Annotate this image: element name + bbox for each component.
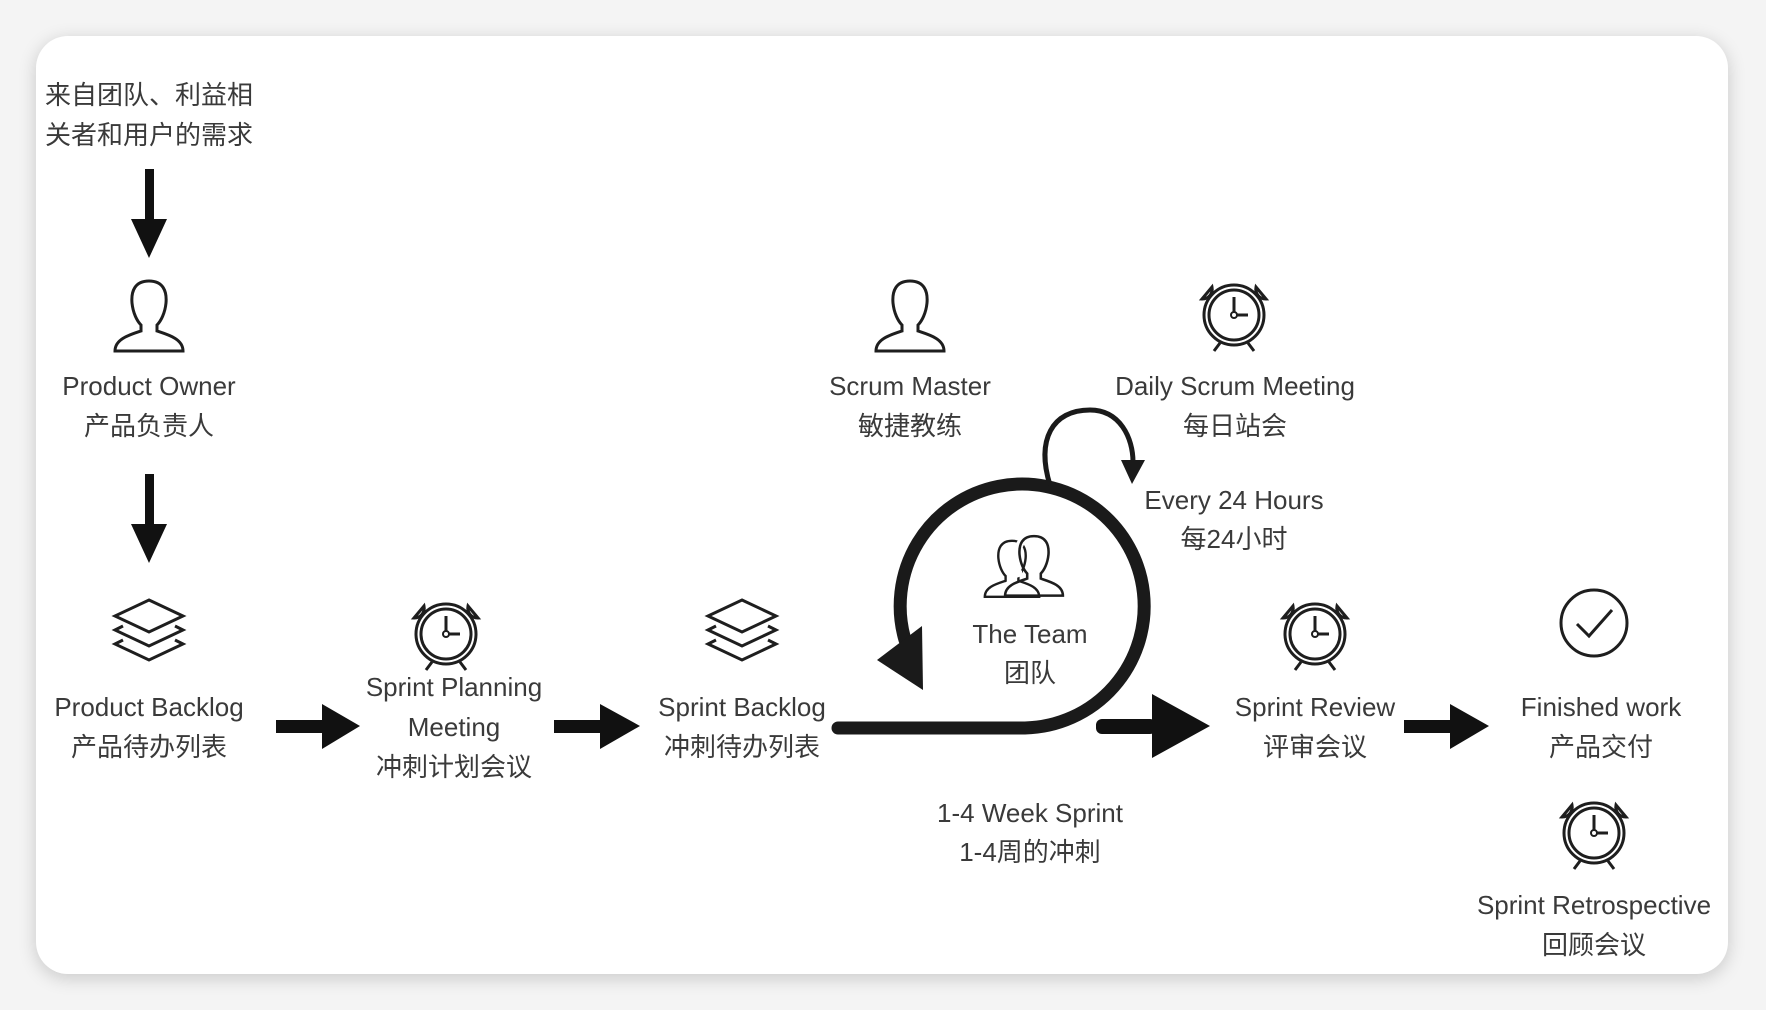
- sprint-backlog-layers-icon: [706, 598, 778, 662]
- requirements-line2: 关者和用户的需求: [45, 120, 253, 150]
- finished-work-label: Finished work: [1521, 692, 1682, 722]
- sprint-planning-label-2: Meeting: [408, 712, 501, 742]
- sprint-length-label: 1-4 Week Sprint: [937, 798, 1124, 828]
- sprint-planning-clock-icon: [412, 602, 480, 672]
- sprint-review-clock-icon: [1281, 602, 1349, 672]
- daily-scrum-label-zh: 每日站会: [1183, 411, 1287, 441]
- arrow-down-icon: [131, 474, 167, 563]
- scrum-master-label-zh: 敏捷教练: [858, 411, 962, 441]
- requirements-line1: 来自团队、利益相: [45, 80, 253, 110]
- product-backlog-label: Product Backlog: [54, 692, 243, 722]
- scrum-master-person-icon: [874, 279, 946, 353]
- sprint-review-label-zh: 评审会议: [1263, 732, 1367, 762]
- finished-work-label-zh: 产品交付: [1549, 732, 1653, 762]
- arrow-right-icon: [1096, 694, 1210, 758]
- arrow-right-icon: [554, 704, 640, 749]
- sprint-review-label: Sprint Review: [1235, 692, 1396, 722]
- daily-loop-arrow: [1042, 407, 1145, 486]
- check-circle-icon: [1559, 588, 1629, 658]
- sprint-backlog-label: Sprint Backlog: [658, 692, 826, 722]
- scrum-master-label: Scrum Master: [829, 371, 991, 401]
- sprint-backlog-label-zh: 冲刺待办列表: [664, 732, 820, 762]
- product-backlog-layers-icon: [113, 598, 185, 662]
- daily-scrum-label: Daily Scrum Meeting: [1115, 371, 1355, 401]
- team-icon: [983, 534, 1065, 598]
- diagram-card: [36, 36, 1728, 974]
- product-owner-label: Product Owner: [62, 371, 236, 401]
- every-24-hours-label-zh: 每24小时: [1181, 524, 1288, 554]
- sprint-planning-label: Sprint Planning: [366, 672, 542, 702]
- arrow-right-icon: [276, 704, 360, 749]
- product-backlog-label-zh: 产品待办列表: [71, 732, 227, 762]
- team-label: The Team: [972, 619, 1087, 649]
- daily-scrum-clock-icon: [1200, 283, 1268, 353]
- retrospective-label: Sprint Retrospective: [1477, 890, 1711, 920]
- sprint-length-label-zh: 1-4周的冲刺: [959, 837, 1101, 867]
- arrow-down-icon: [131, 169, 167, 258]
- every-24-hours-label: Every 24 Hours: [1144, 485, 1323, 515]
- arrow-right-icon: [1404, 704, 1489, 749]
- product-owner-label-zh: 产品负责人: [84, 411, 214, 441]
- sprint-planning-label-zh: 冲刺计划会议: [376, 752, 532, 782]
- product-owner-person-icon: [113, 279, 185, 353]
- sprint-cycle-arrow: [831, 477, 1151, 735]
- retrospective-label-zh: 回顾会议: [1542, 930, 1646, 960]
- team-label-zh: 团队: [1004, 658, 1056, 688]
- retrospective-clock-icon: [1560, 801, 1628, 871]
